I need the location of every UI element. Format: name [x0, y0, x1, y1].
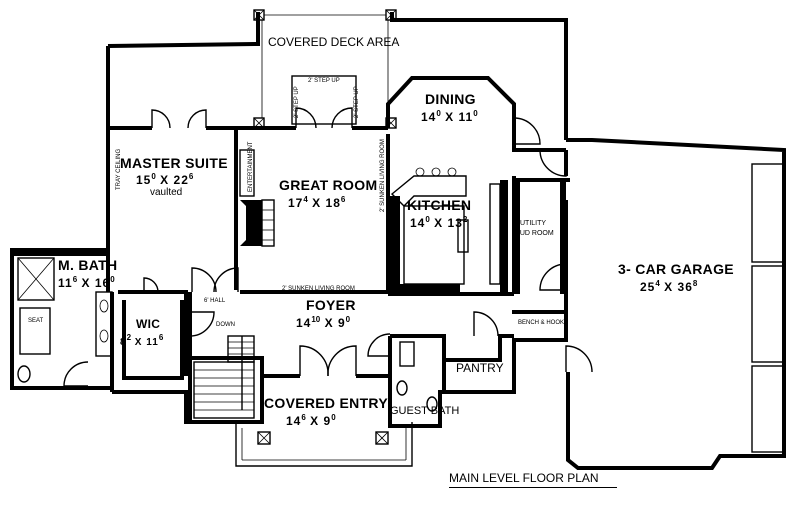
down-note: DOWN [216, 322, 235, 328]
wic-label: WIC [136, 317, 161, 331]
sunken-living-room-side-note: 2' SUNKEN LIVING ROOM [380, 139, 386, 212]
mud-room-label: MUD ROOM [514, 230, 554, 237]
master-bath-dimensions: 116 X 160 [58, 275, 115, 290]
master-bath-label: M. BATH [58, 257, 118, 273]
guest-bath-label: GUEST BATH [390, 405, 460, 417]
plan-title: MAIN LEVEL FLOOR PLAN [449, 471, 599, 485]
great-room-dimensions: 174 X 186 [288, 195, 346, 210]
kitchen-dimensions: 140 X 132 [410, 215, 468, 230]
kitchen-label: KITCHEN [407, 197, 472, 213]
step-up-note-top: 2' STEP UP [308, 78, 340, 84]
master-suite-note: vaulted [150, 187, 183, 198]
covered-entry-dimensions: 146 X 90 [286, 413, 336, 428]
kitchen-counters [388, 167, 566, 294]
foyer-dimensions: 1410 X 90 [296, 315, 351, 330]
sunken-living-room-bottom-note: 2' SUNKEN LIVING ROOM [282, 286, 355, 292]
hall-note: 6' HALL [204, 298, 226, 304]
utility-label: UTILITY [520, 220, 547, 227]
garage-label: 3- CAR GARAGE [618, 261, 734, 277]
fireplace [239, 149, 275, 247]
seat-note: SEAT [28, 318, 44, 324]
garage-dimensions: 254 X 368 [640, 279, 698, 294]
doors [63, 107, 593, 387]
tray-ceiling-note: TRAY CEILING [116, 148, 122, 190]
dining-label: DINING [425, 91, 476, 107]
master-suite-label: MASTER SUITE [120, 155, 228, 171]
covered-deck-label: COVERED DECK AREA [268, 35, 400, 49]
pantry-label: PANTRY [456, 361, 504, 375]
covered-entry-label: COVERED ENTRY [264, 395, 388, 411]
master-suite-dimensions: 150 X 226 [136, 172, 194, 187]
step-up-note-left: 2' STEP UP [294, 86, 300, 118]
plan-title-underline [449, 487, 617, 488]
bench-hooks-note: BENCH & HOOKS [518, 320, 569, 326]
great-room-label: GREAT ROOM [279, 177, 378, 193]
bath-fixtures [17, 257, 438, 412]
entry-porch [235, 422, 413, 467]
deck-area [261, 14, 389, 125]
garage-doors [751, 163, 785, 453]
wic-dimensions: 82 X 116 [120, 333, 164, 348]
entertainment-note: ENTERTAINMENT [248, 141, 254, 192]
step-up-note-right: 2' STEP UP [354, 86, 360, 118]
foyer-label: FOYER [306, 297, 356, 313]
stairs [193, 335, 255, 419]
dining-dimensions: 140 X 110 [421, 109, 478, 124]
deck-posts [253, 9, 397, 129]
